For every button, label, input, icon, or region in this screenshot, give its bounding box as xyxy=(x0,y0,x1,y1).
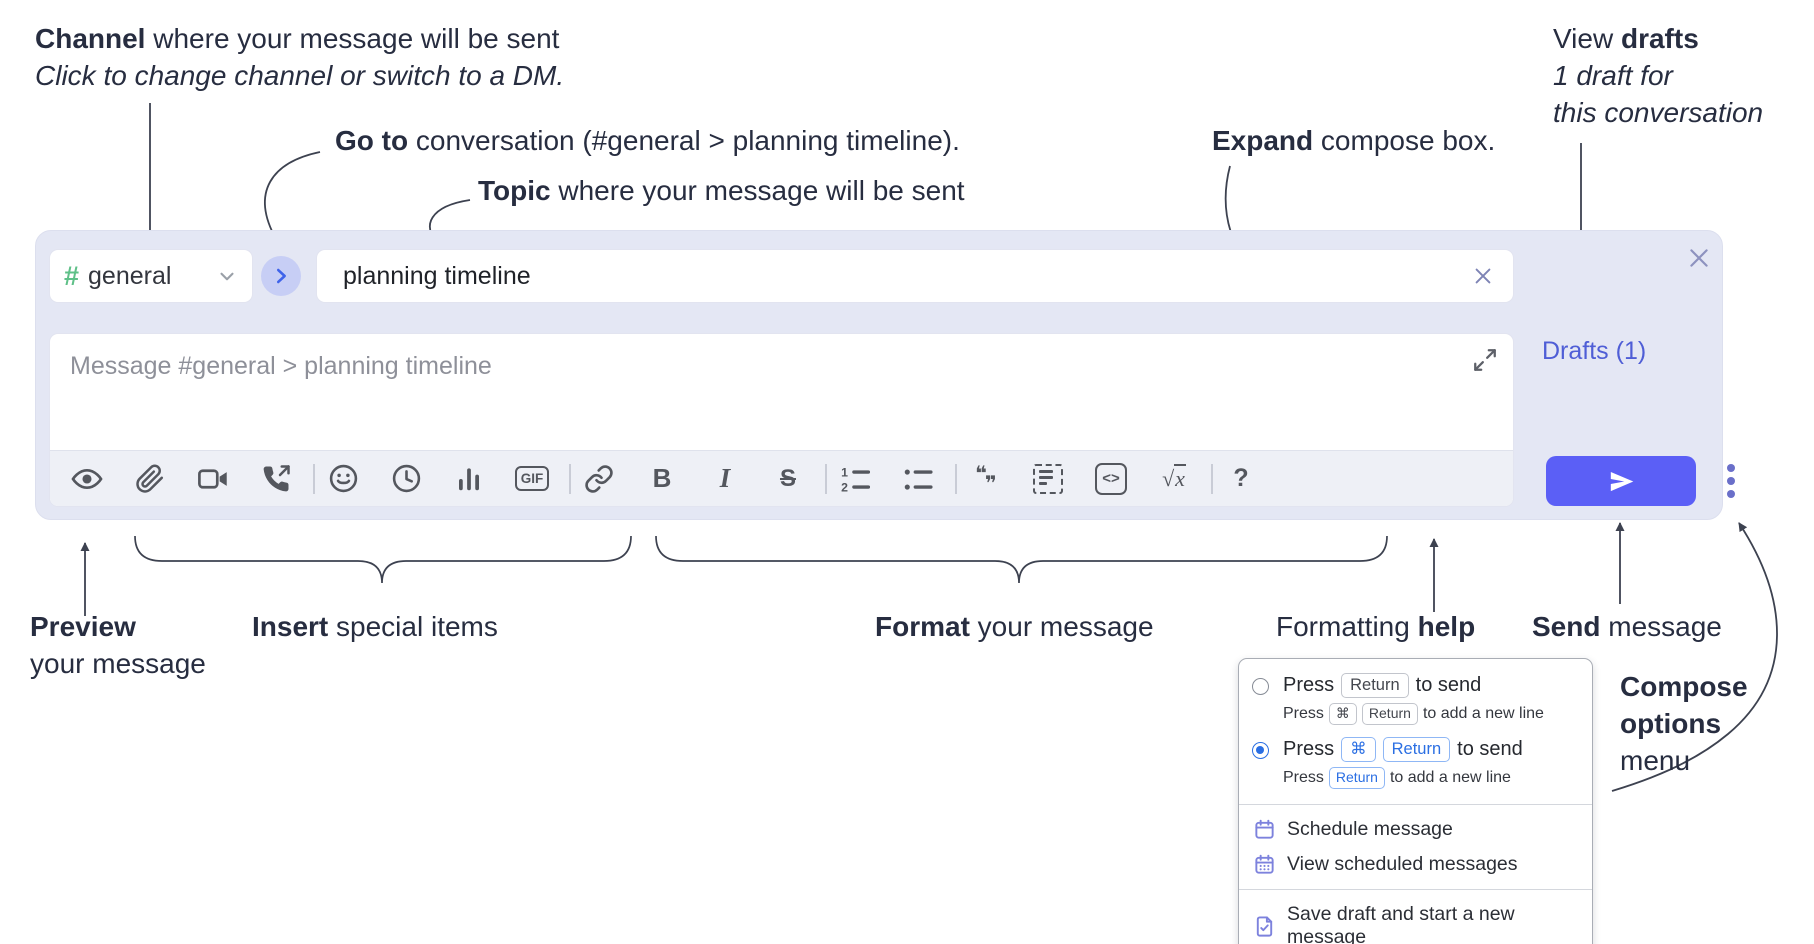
numbered-list-icon: 1 2 xyxy=(841,465,870,494)
kbd-return: Return xyxy=(1361,703,1418,725)
goto-conversation-button[interactable] xyxy=(261,256,301,296)
calendar-grid-icon xyxy=(1255,854,1274,874)
chevron-down-icon xyxy=(220,272,234,281)
math-button[interactable]: √x xyxy=(1156,458,1192,500)
toolbar-divider xyxy=(825,463,827,494)
send-button[interactable] xyxy=(1546,456,1696,506)
italic-icon: I xyxy=(719,463,731,493)
quote-icon: ❝❞ xyxy=(975,463,996,495)
numbered-list-button[interactable]: 1 2 xyxy=(837,458,873,500)
code-icon: <> xyxy=(1095,462,1127,495)
clear-topic-button[interactable] xyxy=(1471,264,1495,288)
chevron-right-icon xyxy=(276,268,286,284)
italic-button[interactable]: I xyxy=(707,458,743,500)
spoiler-icon xyxy=(1033,463,1063,494)
annotation-format: Format your message xyxy=(875,611,1154,642)
toolbar-divider xyxy=(1211,463,1213,494)
link-button[interactable] xyxy=(581,458,617,500)
quote-button[interactable]: ❝❞ xyxy=(967,458,1003,500)
expand-icon xyxy=(1474,349,1496,371)
voice-call-button[interactable] xyxy=(258,458,294,500)
topic-input[interactable]: planning timeline xyxy=(316,249,1514,303)
kbd-cmd: ⌘ xyxy=(1328,703,1357,725)
vertical-ellipsis-icon xyxy=(1727,464,1735,472)
message-box: Message #general > planning timeline xyxy=(49,333,1514,507)
menu-divider xyxy=(1239,889,1592,890)
bulleted-list-icon xyxy=(904,468,933,490)
question-mark-icon: ? xyxy=(1233,464,1249,492)
menu-item-schedule-message[interactable]: Schedule message xyxy=(1239,812,1592,847)
spoiler-button[interactable] xyxy=(1030,458,1066,500)
global-time-button[interactable] xyxy=(388,458,424,500)
channel-selector[interactable]: # general xyxy=(49,249,253,303)
menu-option-enter-sends[interactable]: Press Return to send Press ⌘ Return to a… xyxy=(1239,669,1592,733)
compose-toolbar: GIF B I xyxy=(50,450,1513,506)
channel-name: general xyxy=(88,261,172,290)
kbd-return: Return xyxy=(1382,737,1451,762)
radio-selected-icon[interactable] xyxy=(1252,742,1269,759)
gif-button[interactable]: GIF xyxy=(514,458,550,500)
video-camera-icon xyxy=(198,468,227,489)
poll-button[interactable] xyxy=(451,458,487,500)
menu-option-cmd-enter-sends[interactable]: Press ⌘ Return to send Press Return to a… xyxy=(1239,733,1592,797)
eye-icon xyxy=(71,468,103,489)
compose-options-button[interactable] xyxy=(1714,459,1748,503)
toolbar-divider xyxy=(313,463,315,494)
menu-divider xyxy=(1239,804,1592,805)
bulleted-list-button[interactable] xyxy=(900,458,936,500)
annotation-expand: Expand compose box. xyxy=(1212,125,1496,156)
expand-compose-button[interactable] xyxy=(1471,346,1499,374)
kbd-return: Return xyxy=(1341,673,1409,698)
compose-options-menu: Press Return to send Press ⌘ Return to a… xyxy=(1238,658,1593,944)
save-draft-icon xyxy=(1256,915,1273,937)
message-input[interactable]: Message #general > planning timeline xyxy=(70,352,492,380)
annotation-formatting-help: Formatting help xyxy=(1276,611,1476,642)
annotation-goto: Go to conversation (#general > planning … xyxy=(335,125,960,156)
bold-icon: B xyxy=(652,463,672,493)
channel-hash-icon: # xyxy=(64,260,80,291)
close-icon xyxy=(1690,249,1708,267)
send-icon xyxy=(1610,471,1633,491)
annotation-send: Send message xyxy=(1532,611,1722,642)
message-formatting-help-button[interactable]: ? xyxy=(1223,458,1259,500)
calendar-icon xyxy=(1255,819,1274,839)
drafts-link[interactable]: Drafts (1) xyxy=(1542,337,1647,365)
emoji-button[interactable] xyxy=(325,458,361,500)
annotation-compose-options: Compose options menu xyxy=(1620,671,1748,776)
preview-button[interactable] xyxy=(69,458,105,500)
radio-unselected-icon[interactable] xyxy=(1252,678,1269,695)
kbd-cmd: ⌘ xyxy=(1341,737,1376,762)
bar-chart-icon xyxy=(459,467,479,490)
clock-icon xyxy=(392,464,420,493)
attach-file-button[interactable] xyxy=(132,458,168,500)
code-button[interactable]: <> xyxy=(1093,458,1129,500)
toolbar-divider xyxy=(955,463,957,494)
annotation-preview: Preview your message xyxy=(30,611,206,679)
toolbar-divider xyxy=(569,463,571,494)
strikethrough-button[interactable]: S xyxy=(770,458,806,500)
menu-item-save-draft[interactable]: Save draft and start a new message xyxy=(1239,897,1592,944)
kbd-return: Return xyxy=(1328,767,1385,789)
phone-call-icon xyxy=(263,464,290,491)
math-icon: √x xyxy=(1162,463,1186,491)
annotation-insert: Insert special items xyxy=(252,611,498,642)
bold-button[interactable]: B xyxy=(644,458,680,500)
annotation-channel: Channel where your message will be sent … xyxy=(35,23,565,91)
paperclip-icon xyxy=(136,464,164,493)
gif-icon: GIF xyxy=(514,466,550,491)
close-compose-button[interactable] xyxy=(1684,243,1714,273)
video-call-button[interactable] xyxy=(195,458,231,500)
close-icon xyxy=(1475,268,1491,284)
menu-item-view-scheduled-messages[interactable]: View scheduled messages xyxy=(1239,847,1592,882)
svg-text:2: 2 xyxy=(841,480,848,494)
compose-box: # general planning timeline xyxy=(35,230,1735,520)
topic-value: planning timeline xyxy=(343,261,531,290)
annotation-view-drafts: View drafts 1 draft for this conversatio… xyxy=(1553,23,1764,128)
annotation-topic: Topic where your message will be sent xyxy=(478,175,965,206)
smiley-icon xyxy=(329,464,357,493)
link-icon xyxy=(585,464,613,493)
svg-text:1: 1 xyxy=(841,465,848,479)
strikethrough-icon: S xyxy=(779,464,796,492)
